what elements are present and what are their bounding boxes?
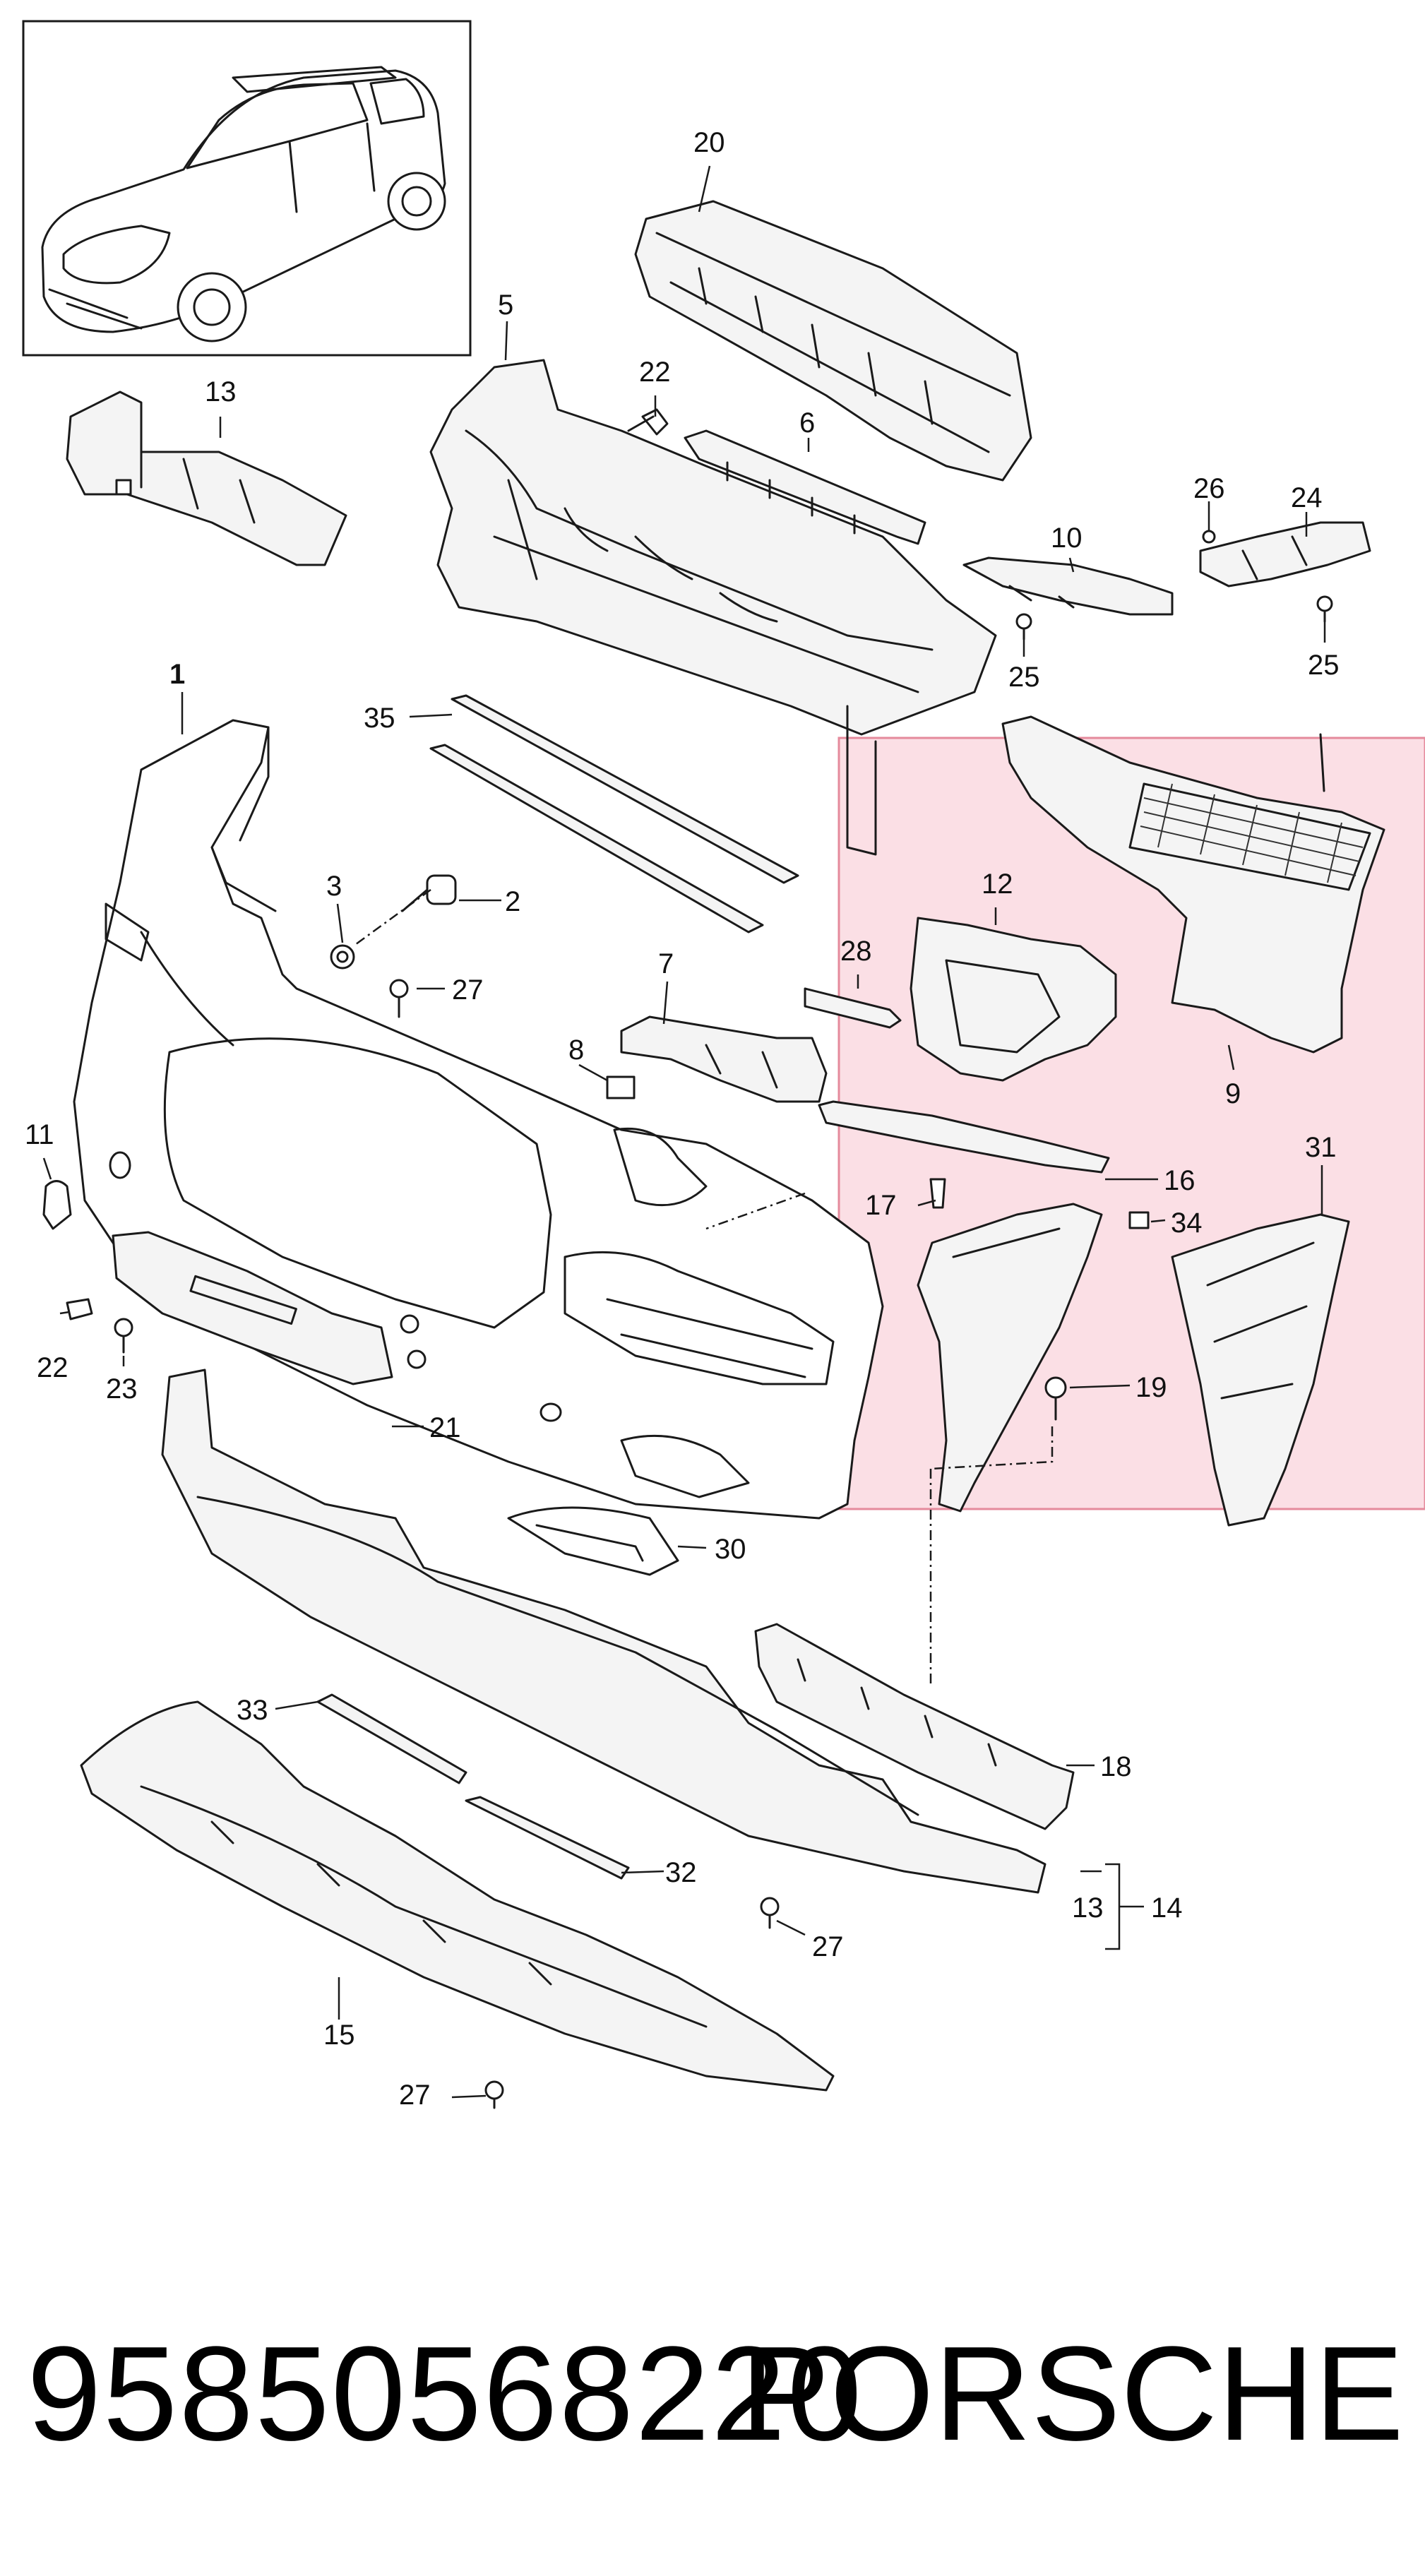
callout-2: 2: [505, 886, 520, 917]
footer-caption: 95850568220 PORSCHE: [27, 2323, 1404, 2464]
part-23-clip: [114, 1318, 133, 1354]
part-27-screw-c: [484, 2080, 504, 2109]
part-3-grommet: [330, 944, 355, 970]
alignment-line: [929, 1426, 1054, 1688]
bracket-13-14: [1105, 1863, 1144, 1950]
callout-10: 10: [1051, 523, 1083, 554]
callout-25-right: 25: [1308, 650, 1340, 681]
callout-labels: 1 2 3 5 6 7 8 9 10 11 12 13 13 14 15 16 …: [25, 127, 1340, 2111]
callout-16: 16: [1164, 1165, 1196, 1196]
part-18-trim-strip: [754, 1623, 1075, 1830]
callout-18: 18: [1100, 1751, 1132, 1782]
callout-31: 31: [1305, 1132, 1337, 1163]
callout-12: 12: [982, 869, 1013, 900]
part-21-license-plate-bracket: [112, 1231, 427, 1385]
part-16-trim-strip: [818, 1100, 1110, 1174]
part-33-small-strip: [316, 1693, 467, 1784]
callout-17: 17: [865, 1190, 897, 1221]
part-25-screw-b: [1316, 595, 1333, 623]
part-19-screw: [1044, 1376, 1067, 1421]
callout-8: 8: [568, 1034, 584, 1066]
part-27-screw-a: [389, 979, 409, 1018]
part-31-bracket: [1171, 1213, 1350, 1527]
part-13-lower-spoiler: [161, 1368, 1047, 1894]
callout-27-lower: 27: [812, 1931, 844, 1962]
callout-20: 20: [693, 127, 725, 158]
part-32-small-strip: [465, 1796, 630, 1880]
part-27-screw-b: [760, 1897, 780, 1929]
part-2-clip: [401, 874, 457, 912]
callout-19: 19: [1135, 1372, 1167, 1403]
part-12-air-guide: [910, 917, 1117, 1082]
part-34-clip: [1128, 1211, 1150, 1229]
part-7-bracket: [620, 1015, 828, 1103]
callout-6: 6: [799, 407, 815, 439]
callout-24: 24: [1291, 482, 1323, 513]
part-30-foglamp-trim: [507, 1506, 679, 1576]
part-9-side-grille: [1001, 715, 1385, 1054]
callout-30: 30: [715, 1534, 746, 1565]
callout-15: 15: [323, 2020, 355, 2051]
callout-5: 5: [498, 290, 513, 321]
callout-13-bottom: 13: [1072, 1892, 1104, 1924]
callout-22-top: 22: [639, 357, 671, 388]
part-11-sensor: [42, 1180, 72, 1230]
part-28-trim: [804, 987, 902, 1029]
callout-28: 28: [840, 936, 872, 967]
part-22-clip: [627, 408, 669, 436]
part-number: 95850568220: [27, 2319, 864, 2469]
brand-name: PORSCHE: [740, 2319, 1404, 2469]
callout-27-bottom: 27: [399, 2080, 431, 2111]
callout-9: 9: [1225, 1078, 1241, 1109]
callout-27-mid: 27: [452, 974, 484, 1006]
callout-14: 14: [1151, 1892, 1183, 1924]
part-10-bracket: [962, 556, 1174, 616]
callout-3: 3: [326, 871, 342, 902]
part-35-trim-strips: [429, 694, 799, 934]
callout-26: 26: [1193, 473, 1225, 504]
callout-23: 23: [106, 1373, 138, 1405]
callout-1: 1: [169, 659, 185, 690]
callout-32: 32: [665, 1857, 697, 1888]
vehicle-thumbnail: [22, 20, 472, 357]
part-24-bracket: [1199, 521, 1371, 588]
callout-35: 35: [364, 703, 395, 734]
part-5-bumper-carrier: [429, 359, 997, 856]
callout-13-top: 13: [205, 376, 237, 407]
leader-lines: [42, 165, 1326, 2099]
part-26-nut: [1202, 530, 1216, 544]
part-13-bracket: [66, 390, 347, 566]
part-25-screw-a: [1015, 613, 1032, 640]
part-6-mounting-strip: [684, 429, 926, 545]
part-20-impact-absorber: [634, 200, 1032, 482]
callout-25-left: 25: [1008, 662, 1040, 693]
part-22-clip-b: [66, 1298, 93, 1320]
alignment-line-c: [352, 888, 431, 948]
callout-21: 21: [429, 1412, 461, 1443]
callout-22-left: 22: [37, 1352, 68, 1383]
part-17-clip: [929, 1178, 946, 1209]
callout-33: 33: [237, 1695, 268, 1726]
callout-11: 11: [25, 1119, 54, 1150]
callout-34: 34: [1171, 1208, 1203, 1239]
part-bumper-flare: [917, 1203, 1103, 1513]
callout-7: 7: [658, 948, 674, 979]
alignment-line-b: [705, 1192, 806, 1230]
part-8-clip: [606, 1075, 636, 1099]
part-15-underbody-panel: [80, 1700, 835, 2092]
